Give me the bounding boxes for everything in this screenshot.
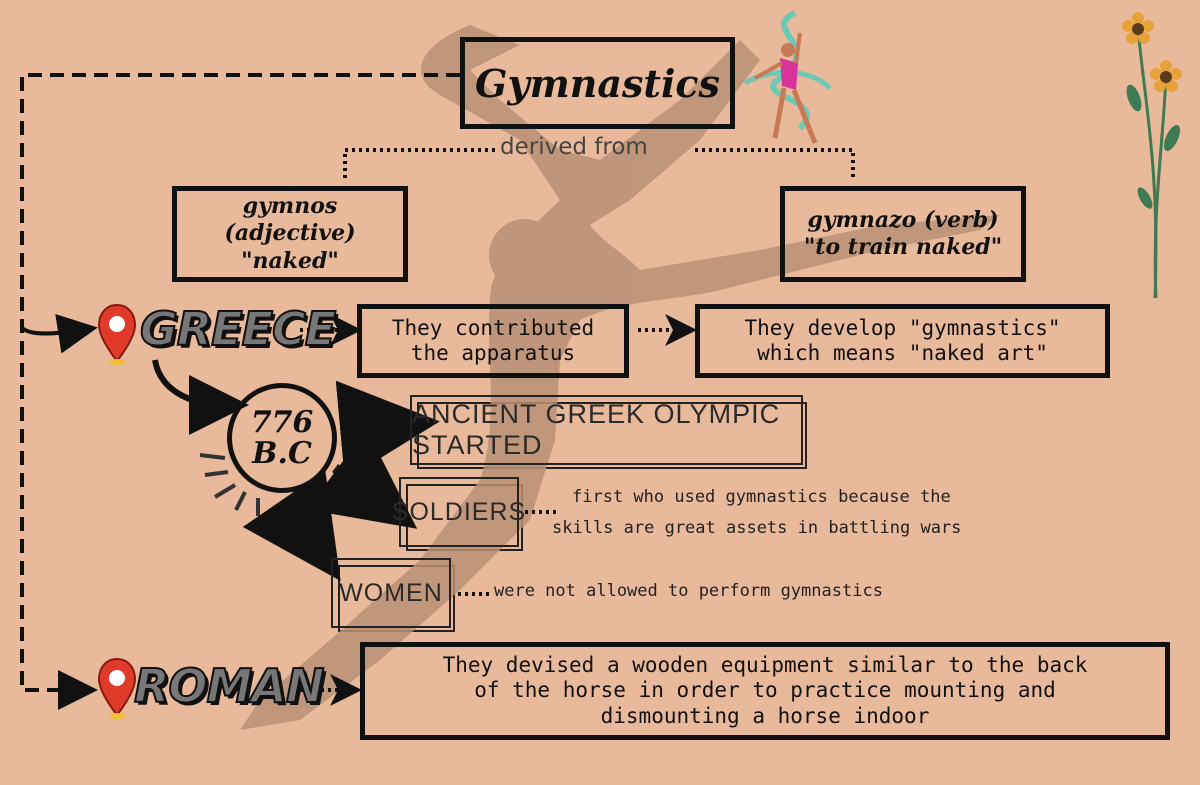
gymnos-meaning: "naked" <box>241 247 339 274</box>
location-pin-icon <box>97 657 137 719</box>
gymnos-box: gymnos (adjective) "naked" <box>172 186 408 282</box>
gymnast-ribbon-illustration <box>743 10 832 144</box>
soldiers-box: SOLDIERS <box>392 477 525 551</box>
greece-apparatus-box: They contributed the apparatus <box>357 304 629 378</box>
year-number: 776 <box>250 404 314 440</box>
greece-apparatus-line1: They contributed <box>391 315 595 340</box>
soldiers-note-line2: skills are great assets in battling wars <box>552 518 962 538</box>
roman-line3: dismounting a horse indoor <box>600 703 930 728</box>
greece-naked-art-box: They develop "gymnastics" which means "n… <box>695 304 1110 378</box>
women-note: were not allowed to perform gymnastics <box>494 581 883 601</box>
greece-label: GREECE <box>139 301 337 357</box>
roman-line1: They devised a wooden equipment similar … <box>442 653 1088 678</box>
greece-naked-art-line1: They develop "gymnastics" <box>744 315 1061 340</box>
women-text: WOMEN <box>339 578 443 607</box>
roman-line2: of the horse in order to practice mounti… <box>474 678 1056 703</box>
year-era: B.C <box>252 436 312 471</box>
gymnazo-box: gymnazo (verb) "to train naked" <box>780 186 1026 282</box>
location-pin-icon <box>97 303 137 365</box>
derived-from-label: derived from <box>500 134 648 160</box>
soldiers-note-line1: first who used gymnastics because the <box>572 487 951 507</box>
title-text: Gymnastics <box>475 60 720 106</box>
sunflower-illustration <box>1122 12 1182 299</box>
soldiers-text: SOLDIERS <box>391 497 527 526</box>
title-box: Gymnastics <box>460 37 735 129</box>
olympic-text: ANCIENT GREEK OLYMPIC STARTED <box>412 399 781 460</box>
women-box: WOMEN <box>331 558 455 632</box>
roman-label: ROMAN <box>133 658 325 714</box>
roman-box: They devised a wooden equipment similar … <box>360 642 1170 740</box>
gymnazo-meaning: "to train naked" <box>803 234 1003 260</box>
year-circle: 776 B.C <box>227 383 337 493</box>
olympic-box: ANCIENT GREEK OLYMPIC STARTED <box>410 395 807 469</box>
gymnazo-word: gymnazo (verb) <box>807 206 999 233</box>
greece-naked-art-line2: which means "naked art" <box>757 341 1048 365</box>
greece-apparatus-line2: the apparatus <box>410 341 576 365</box>
gymnos-word: gymnos (adjective) <box>224 192 356 247</box>
